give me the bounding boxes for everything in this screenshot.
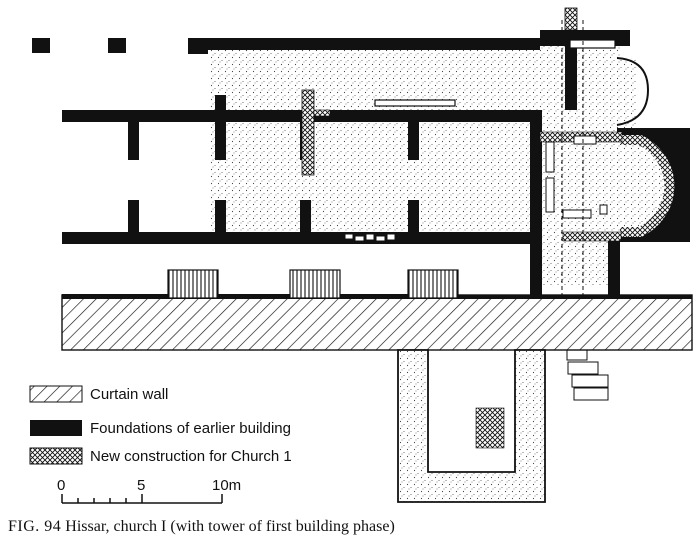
legend-swatch-foundations (30, 420, 82, 436)
legend-swatch-curtain-wall (29, 385, 83, 403)
church-interior-stipple (210, 45, 670, 285)
legend-label-curtain-wall: Curtain wall (90, 386, 168, 403)
south-tower (397, 349, 546, 503)
figure-number: FIG. 94 (8, 518, 62, 535)
curtain-wall (61, 269, 693, 351)
legend-swatch-new-construction (29, 447, 83, 465)
apse (616, 57, 690, 242)
tower-top (564, 7, 578, 31)
legend-label-foundations: Foundations of earlier building (90, 420, 291, 437)
figure-caption: FIG. 94 Hissar, church I (with tower of … (8, 518, 698, 536)
scale-label-5: 5 (137, 477, 145, 494)
scale-bar (61, 494, 223, 504)
figure-caption-text: Hissar, church I (with tower of first bu… (65, 518, 395, 535)
scale-label-10m: 10m (212, 477, 241, 494)
tower-dashed-outline (561, 20, 584, 300)
legend-label-new-construction: New construction for Church 1 (90, 448, 292, 465)
scale-label-0: 0 (57, 477, 65, 494)
legend: Curtain wall Foundations of earlier buil… (29, 385, 292, 465)
